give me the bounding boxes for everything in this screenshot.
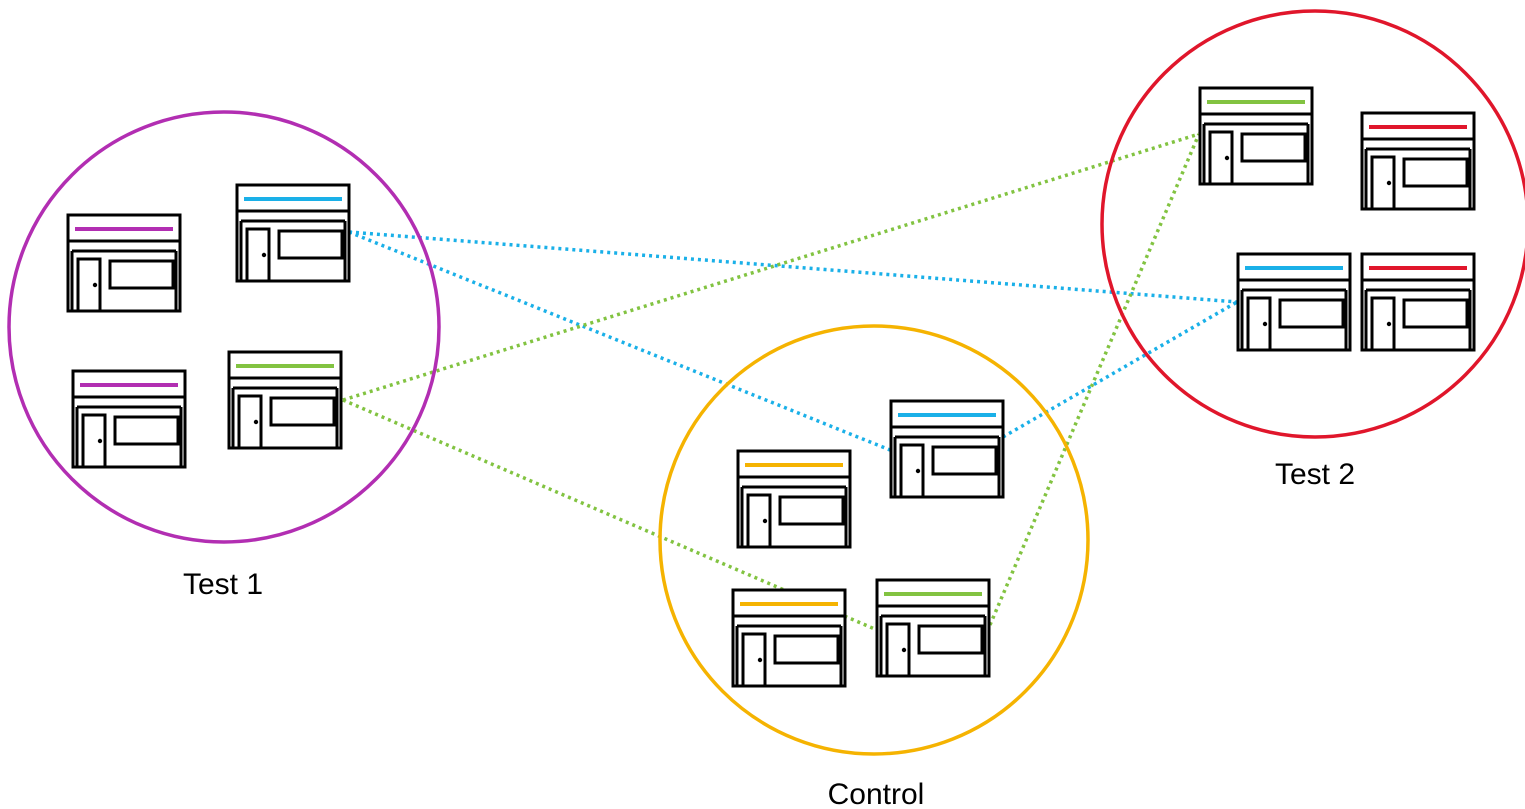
storefront-window: [773, 634, 840, 665]
storefront-door: [245, 227, 271, 283]
storefront-door: [741, 632, 767, 688]
storefront-window: [1402, 298, 1469, 329]
storefront-door-knob: [915, 468, 921, 474]
storefront-door-knob: [757, 657, 763, 663]
storefront-icon: [889, 399, 1005, 499]
storefront-door-knob: [1262, 321, 1268, 327]
storefront-door-knob: [1386, 321, 1392, 327]
link-c-d-to-t2-a: [988, 133, 1201, 626]
storefront-window: [917, 624, 984, 655]
storefront-door: [1370, 155, 1396, 211]
storefront-icon: [227, 350, 343, 450]
storefront-icon: [235, 183, 351, 283]
storefront-door-knob: [1386, 180, 1392, 186]
storefront-door-knob: [253, 419, 259, 425]
storefront-door-knob: [762, 518, 768, 524]
group-labels-layer: Test 1 Control Test 2: [183, 458, 1355, 809]
storefront-window: [1240, 132, 1307, 163]
storefront-door: [81, 413, 107, 469]
storefront-door-knob: [1224, 155, 1230, 161]
storefront-door: [237, 394, 263, 450]
group-label-control: Control: [828, 778, 925, 809]
group-circles-layer: [7, 9, 1525, 756]
storefront-window: [1402, 157, 1469, 188]
group-label-test2: Test 2: [1275, 458, 1355, 491]
storefront-icon: [66, 213, 182, 313]
storefront-door-knob: [261, 252, 267, 258]
storefront-window: [1278, 298, 1345, 329]
storefront-window: [931, 445, 998, 476]
storefront-icon: [736, 449, 852, 549]
storefront-door: [76, 257, 102, 313]
link-c-a-to-t2-c: [1002, 300, 1238, 439]
storefront-door-knob: [901, 647, 907, 653]
storefront-icon: [1236, 252, 1352, 352]
storefront-window: [277, 229, 344, 260]
storefront-icon: [731, 588, 847, 688]
storefront-window: [113, 415, 180, 446]
storefront-icon: [1360, 252, 1476, 352]
storefront-door: [1370, 296, 1396, 352]
storefront-icon: [1198, 86, 1314, 186]
storefront-door: [746, 493, 772, 549]
storefront-window: [108, 259, 175, 290]
storefront-icon: [875, 578, 991, 678]
storefront-door: [899, 443, 925, 499]
storefront-door: [885, 622, 911, 678]
storefront-icon: [1360, 111, 1476, 211]
storefront-window: [269, 396, 336, 427]
storefront-door: [1246, 296, 1272, 352]
link-t1-d-to-t2-a: [342, 132, 1200, 402]
link-t1-b-to-t2-c: [348, 230, 1238, 304]
group-circle-test2: [1100, 9, 1525, 439]
stores-layer: [66, 86, 1476, 688]
storefront-door-knob: [92, 282, 98, 288]
storefront-icon: [71, 369, 187, 469]
group-label-test1: Test 1: [183, 568, 263, 601]
storefront-door-knob: [97, 438, 103, 444]
group-circle-control: [658, 324, 1090, 756]
group-circle-test1: [7, 110, 441, 544]
storefront-door: [1208, 130, 1234, 186]
storefront-window: [778, 495, 845, 526]
